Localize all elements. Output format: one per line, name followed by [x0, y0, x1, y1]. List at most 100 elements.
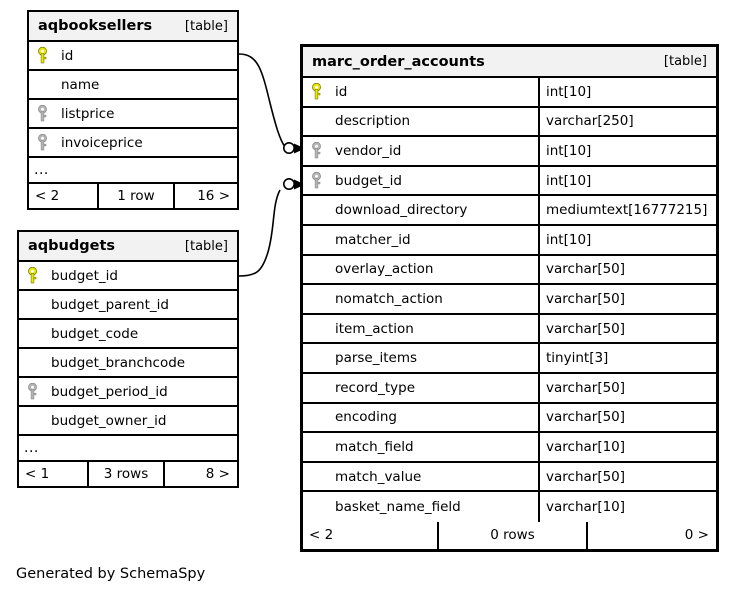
- table-row[interactable]: budget_id int[10]: [303, 166, 716, 197]
- no-key-spacer: [27, 355, 49, 371]
- table-kind-label: [table]: [184, 18, 228, 34]
- column-name-cell: budget_period_id: [19, 378, 237, 405]
- table-row[interactable]: budget_code: [19, 320, 237, 349]
- table-footer-aqbooksellers: < 2 1 row 16 >: [29, 184, 237, 208]
- column-name-cell: id: [303, 78, 538, 106]
- no-key-spacer: [311, 469, 333, 485]
- table-aqbooksellers[interactable]: aqbooksellers [table] id: [27, 10, 239, 210]
- no-key-spacer: [311, 409, 333, 425]
- table-marc-order-accounts[interactable]: marc_order_accounts [table] id: [300, 44, 719, 552]
- more-columns-indicator: ...: [29, 158, 237, 184]
- column-label: budget_parent_id: [51, 296, 169, 313]
- column-name-cell: overlay_action: [303, 256, 538, 284]
- foreign-key-icon: [37, 105, 59, 122]
- column-type-cell: varchar[250]: [538, 107, 716, 136]
- column-type-cell: int[10]: [538, 78, 716, 106]
- table-row[interactable]: id: [29, 42, 237, 71]
- parent-count[interactable]: < 1: [25, 466, 50, 482]
- primary-key-icon: [27, 267, 49, 284]
- table-row[interactable]: id int[10]: [303, 78, 716, 108]
- column-list-marc-order-accounts: id int[10] description varchar[250]: [303, 78, 716, 522]
- column-type: int[10]: [546, 231, 592, 248]
- parent-count[interactable]: < 2: [309, 527, 334, 544]
- table-row[interactable]: overlay_action varchar[50]: [303, 255, 716, 286]
- table-row[interactable]: description varchar[250]: [303, 107, 716, 138]
- column-type-cell: int[10]: [538, 137, 716, 165]
- column-type: varchar[50]: [546, 409, 626, 426]
- column-name-cell: budget_parent_id: [19, 291, 237, 318]
- table-row[interactable]: listprice: [29, 100, 237, 129]
- child-count[interactable]: 16 >: [197, 188, 230, 204]
- column-label: budget_id: [51, 267, 118, 284]
- column-name-cell: budget_id: [19, 262, 237, 289]
- table-kind-label: [table]: [663, 54, 707, 69]
- table-row[interactable]: budget_period_id: [19, 378, 237, 407]
- table-row[interactable]: budget_branchcode: [19, 349, 237, 378]
- table-row[interactable]: budget_owner_id: [19, 407, 237, 436]
- column-name-cell: matcher_id: [303, 226, 538, 254]
- table-row[interactable]: budget_id: [19, 262, 237, 291]
- column-name-cell: budget_branchcode: [19, 349, 237, 376]
- foreign-key-icon: [37, 134, 59, 151]
- table-row[interactable]: basket_name_field varchar[10]: [303, 492, 716, 522]
- foreign-key-icon: [27, 383, 49, 400]
- more-columns-indicator: ...: [19, 436, 237, 462]
- column-type: int[10]: [546, 142, 592, 159]
- table-row[interactable]: match_value varchar[50]: [303, 462, 716, 493]
- primary-key-icon: [311, 83, 333, 100]
- column-type-cell: varchar[50]: [538, 314, 716, 343]
- column-list-aqbooksellers: id name: [29, 42, 237, 184]
- ellipsis-label: ...: [24, 440, 39, 456]
- table-row[interactable]: item_action varchar[50]: [303, 314, 716, 345]
- table-row[interactable]: matcher_id int[10]: [303, 225, 716, 256]
- no-key-spacer: [311, 380, 333, 396]
- no-key-spacer: [311, 439, 333, 455]
- column-label: item_action: [335, 320, 414, 337]
- table-row[interactable]: nomatch_action varchar[50]: [303, 285, 716, 315]
- column-type: varchar[50]: [546, 290, 626, 307]
- column-label: vendor_id: [335, 142, 402, 159]
- column-name-cell: item_action: [303, 315, 538, 343]
- table-row[interactable]: encoding varchar[50]: [303, 403, 716, 434]
- column-name-cell: description: [303, 108, 538, 136]
- table-row[interactable]: invoiceprice: [29, 129, 237, 158]
- table-row[interactable]: record_type varchar[50]: [303, 373, 716, 404]
- parent-count[interactable]: < 2: [35, 188, 60, 204]
- table-header-aqbudgets: aqbudgets [table]: [19, 232, 237, 262]
- column-label: parse_items: [335, 350, 418, 367]
- column-label: matcher_id: [335, 231, 411, 248]
- column-name-cell: vendor_id: [303, 137, 538, 165]
- column-type: varchar[50]: [546, 320, 626, 337]
- column-name-cell: parse_items: [303, 344, 538, 372]
- table-aqbudgets[interactable]: aqbudgets [table] budget_id: [17, 230, 239, 488]
- no-key-spacer: [311, 232, 333, 248]
- no-key-spacer: [311, 499, 333, 515]
- ellipsis-label: ...: [34, 162, 49, 178]
- primary-key-icon: [37, 47, 59, 64]
- column-type-cell: tinyint[3]: [538, 344, 716, 372]
- table-row[interactable]: parse_items tinyint[3]: [303, 344, 716, 374]
- column-type: int[10]: [546, 172, 592, 189]
- column-type-cell: varchar[50]: [538, 403, 716, 432]
- table-row[interactable]: vendor_id int[10]: [303, 137, 716, 167]
- no-key-spacer: [37, 77, 59, 93]
- column-name-cell: budget_owner_id: [19, 407, 237, 434]
- column-type: varchar[50]: [546, 261, 626, 278]
- column-label: match_field: [335, 438, 414, 455]
- column-label: budget_branchcode: [51, 354, 186, 371]
- column-name-cell: invoiceprice: [29, 129, 237, 156]
- table-header-marc-order-accounts: marc_order_accounts [table]: [303, 47, 716, 78]
- column-type: varchar[50]: [546, 379, 626, 396]
- column-label: nomatch_action: [335, 290, 443, 307]
- column-label: name: [61, 76, 100, 93]
- child-count[interactable]: 8 >: [205, 466, 230, 482]
- no-key-spacer: [311, 321, 333, 337]
- child-count[interactable]: 0 >: [684, 527, 709, 544]
- table-row[interactable]: match_field varchar[10]: [303, 433, 716, 463]
- table-row[interactable]: download_directory mediumtext[16777215]: [303, 196, 716, 226]
- column-label: basket_name_field: [335, 499, 461, 516]
- table-row[interactable]: name: [29, 71, 237, 100]
- table-row[interactable]: budget_parent_id: [19, 291, 237, 320]
- no-key-spacer: [27, 326, 49, 342]
